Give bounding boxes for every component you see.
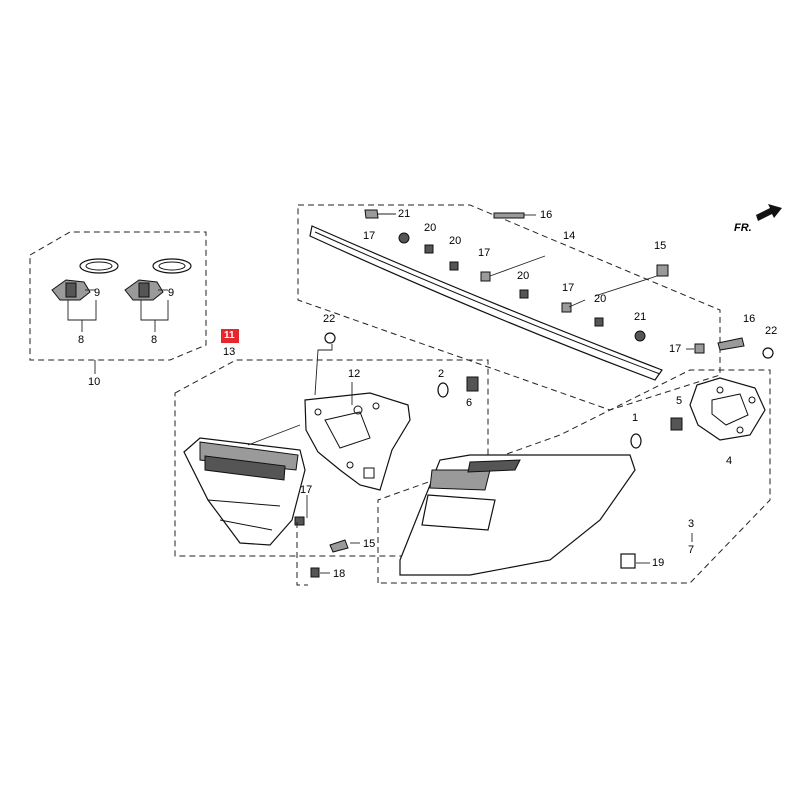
label-17-lower[interactable]: 17	[300, 484, 313, 496]
label-20-a[interactable]: 20	[424, 222, 437, 234]
gasket-9-left	[79, 258, 119, 274]
fr-direction-label: FR.	[734, 222, 752, 234]
label-22-left[interactable]: 22	[323, 313, 336, 325]
clip-20-b	[449, 261, 459, 271]
label-21-top[interactable]: 21	[398, 208, 411, 220]
nut-22-left	[324, 332, 336, 344]
label-17-mid[interactable]: 17	[478, 247, 491, 259]
clip-17-far	[694, 343, 705, 354]
label-20-d[interactable]: 20	[594, 293, 607, 305]
label-17-right[interactable]: 17	[562, 282, 575, 294]
rear-garnish-14	[309, 225, 663, 381]
label-16-top[interactable]: 16	[540, 209, 553, 221]
label-4[interactable]: 4	[726, 455, 733, 467]
clip-17-right	[561, 302, 572, 313]
label-18[interactable]: 18	[333, 568, 346, 580]
callout-11[interactable]: 11	[224, 330, 235, 341]
nut-22-right	[762, 347, 774, 359]
label-9-right[interactable]: 9	[168, 287, 175, 299]
gasket-9-right	[152, 258, 192, 274]
label-9-left[interactable]: 9	[94, 287, 101, 299]
label-14[interactable]: 14	[563, 230, 576, 242]
label-22-right[interactable]: 22	[765, 325, 778, 337]
label-8-left[interactable]: 8	[78, 334, 85, 346]
clip-17-top	[364, 209, 379, 219]
gasket-plate-12	[304, 392, 411, 491]
label-19[interactable]: 19	[652, 557, 665, 569]
highlighted-callout-box	[221, 329, 239, 343]
label-8-right[interactable]: 8	[151, 334, 158, 346]
bolt-16-right	[717, 337, 745, 351]
label-15-lower[interactable]: 15	[363, 538, 376, 550]
label-5[interactable]: 5	[676, 395, 683, 407]
connector-19	[620, 553, 636, 569]
label-16-right[interactable]: 16	[743, 313, 756, 325]
label-17-top[interactable]: 17	[363, 230, 376, 242]
bolt-16-top	[493, 212, 525, 219]
clip-17-mid	[480, 271, 491, 282]
clip-20-d	[594, 317, 604, 327]
label-21-right[interactable]: 21	[634, 311, 647, 323]
label-3[interactable]: 3	[688, 518, 695, 530]
bolt-15-top	[656, 264, 669, 277]
bolt-15-lower	[329, 539, 349, 553]
label-1[interactable]: 1	[632, 412, 639, 424]
label-6[interactable]: 6	[466, 397, 473, 409]
group-10-license-lights	[29, 231, 207, 374]
bulb-2	[437, 382, 449, 398]
clip-20-a	[424, 244, 434, 254]
group-14-garnish	[297, 204, 774, 411]
label-17-far[interactable]: 17	[669, 343, 682, 355]
label-15-top[interactable]: 15	[654, 240, 667, 252]
grommet-21-top	[398, 232, 410, 244]
front-direction-arrow-icon	[756, 204, 782, 221]
clip-20-c	[519, 289, 529, 299]
socket-5	[670, 417, 683, 431]
group-13-inner-light	[174, 344, 489, 586]
group-3-7-outer-light	[377, 369, 771, 584]
label-7[interactable]: 7	[688, 544, 695, 556]
bulb-1	[630, 433, 642, 449]
label-13[interactable]: 13	[223, 346, 236, 358]
gasket-4	[689, 377, 766, 441]
nut-18	[310, 567, 320, 578]
label-20-b[interactable]: 20	[449, 235, 462, 247]
socket-6	[466, 376, 479, 392]
grommet-21-right	[634, 330, 646, 342]
label-10[interactable]: 10	[88, 376, 101, 388]
label-20-c[interactable]: 20	[517, 270, 530, 282]
label-12[interactable]: 12	[348, 368, 361, 380]
label-2[interactable]: 2	[438, 368, 445, 380]
clip-17-lower	[294, 516, 305, 526]
